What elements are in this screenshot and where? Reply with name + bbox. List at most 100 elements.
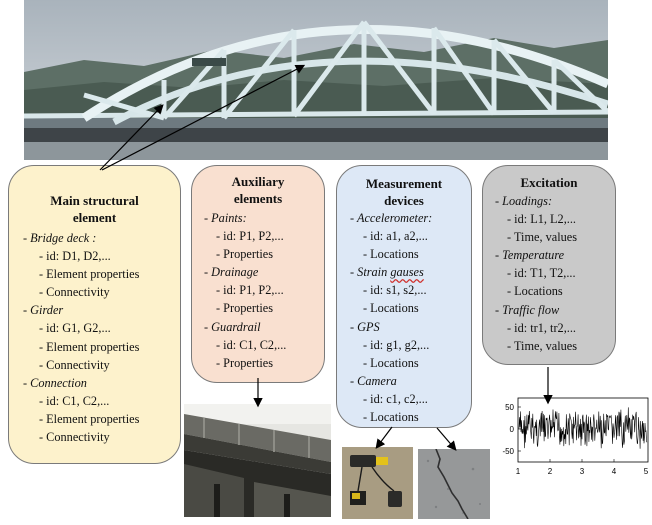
auxiliary-elements-box: Auxiliary elements - Paints: - id: P1, P2… xyxy=(191,165,325,383)
main-structural-title-line2: element xyxy=(72,210,117,225)
y-tick-label-50: 50 xyxy=(505,403,514,412)
meas-list-item-text: - Locations xyxy=(363,301,419,316)
exc-list-item-text: - Locations xyxy=(507,284,563,299)
meas-list-item: - id: a1, a2,... xyxy=(337,227,471,245)
arrow-to-sensor-photo xyxy=(375,426,393,449)
aux-list-item: - id: C1, C2,... xyxy=(192,336,324,354)
meas-list-item: - Locations xyxy=(337,299,471,317)
main-list-item: - Connection xyxy=(9,374,180,392)
meas-list-item-spellcheck-word: gauses xyxy=(390,265,424,280)
main-list-item-text: - id: G1, G2,... xyxy=(39,321,111,336)
aux-list-item: - Properties xyxy=(192,354,324,372)
plot-frame xyxy=(517,397,649,463)
exc-list-item-text: - Traffic flow xyxy=(495,302,560,317)
exc-list-item: - id: T1, T2,... xyxy=(483,264,615,282)
y-tick-label-0: 0 xyxy=(510,425,515,434)
exc-list-item-text: - Time, values xyxy=(507,230,578,245)
bridge-photo xyxy=(24,0,608,160)
main-list-item: - Connectivity xyxy=(9,428,180,446)
measurement-devices-box: Measurement devices - Accelerometer: - id… xyxy=(336,165,472,428)
meas-list-item-text: - Camera xyxy=(350,373,397,388)
main-list-item-text: - id: C1, C2,... xyxy=(39,393,110,408)
main-list-item-text: - Element properties xyxy=(39,339,140,354)
exc-list-item-text: - Loadings: xyxy=(495,194,553,208)
meas-list-item: - Locations xyxy=(337,245,471,263)
crack-photo xyxy=(418,449,490,519)
x-axis-ticks: 1 2 3 4 5 xyxy=(516,467,649,476)
meas-list-item-text: - Locations xyxy=(363,355,419,370)
aux-list-item: - id: P1, P2,... xyxy=(192,281,324,299)
main-list-item: - Connectivity xyxy=(9,283,180,301)
x-tick-label-5: 5 xyxy=(644,467,649,476)
exc-list-item-text: - Time, values xyxy=(507,338,578,353)
aux-list-item: - Guardrail xyxy=(192,318,324,336)
main-list-item-text: - Girder xyxy=(23,303,64,318)
exc-list-item: - Traffic flow xyxy=(483,301,615,319)
main-list-item: - id: D1, D2,... xyxy=(9,247,180,265)
meas-list-item-text: - Strain xyxy=(350,265,391,280)
excitation-box: Excitation - Loadings:- id: L1, L2,...- … xyxy=(482,165,616,365)
main-list-item: - Element properties xyxy=(9,410,180,428)
meas-list-item-text: - Locations xyxy=(363,410,419,425)
main-list-item-text: - Element properties xyxy=(39,411,140,426)
exc-list-item-text: - id: tr1, tr2,... xyxy=(507,320,576,335)
exc-list-item: - Locations xyxy=(483,282,615,300)
meas-list-item: - id: c1, c2,... xyxy=(337,390,471,408)
meas-list-item-text: - id: c1, c2,... xyxy=(363,391,428,406)
meas-list-item-text: - GPS xyxy=(350,319,380,334)
signal-line xyxy=(518,407,648,449)
meas-list-item: - Locations xyxy=(337,354,471,372)
aux-list-item-text: - Paints: xyxy=(204,211,247,225)
main-list-item: - Connectivity xyxy=(9,356,180,374)
aux-list-item: - Paints: xyxy=(192,209,324,227)
arrow-to-crack-photo xyxy=(436,427,457,451)
meas-list-item: - id: g1, g2,... xyxy=(337,336,471,354)
main-list-item-text: - Connectivity xyxy=(39,285,110,300)
measurement-title-line2: devices xyxy=(384,193,424,208)
meas-list-item-text: - id: a1, a2,... xyxy=(363,229,428,244)
meas-list-item: - Camera xyxy=(337,372,471,390)
auxiliary-title: Auxiliary elements xyxy=(192,173,324,207)
exc-list-item: - id: tr1, tr2,... xyxy=(483,319,615,337)
main-list-item-text: - Connectivity xyxy=(39,430,110,445)
x-tick-label-2: 2 xyxy=(548,467,553,476)
measurement-title: Measurement devices xyxy=(337,175,471,209)
aux-list-item-text: - Properties xyxy=(216,355,274,370)
aux-list-item: - Properties xyxy=(192,299,324,317)
meas-list-item: - GPS xyxy=(337,318,471,336)
main-list-item-text: - id: D1, D2,... xyxy=(39,249,111,264)
exc-list-item: - Temperature xyxy=(483,246,615,264)
main-structural-element-box: Main structural element - Bridge deck : -… xyxy=(8,165,181,464)
meas-list-item: - id: s1, s2,... xyxy=(337,281,471,299)
meas-list-item-text: - id: g1, g2,... xyxy=(363,337,430,352)
aux-list-item-text: - Drainage xyxy=(204,265,259,280)
main-list-item: - id: C1, C2,... xyxy=(9,392,180,410)
y-axis-ticks: 50 0 -50 xyxy=(502,403,514,456)
main-list-item: - Girder xyxy=(9,301,180,319)
aux-list-item-text: - Properties xyxy=(216,301,274,316)
main-list-item-text: - Bridge deck : xyxy=(23,231,97,245)
x-tick-label-1: 1 xyxy=(516,467,521,476)
main-list-item: - id: G1, G2,... xyxy=(9,319,180,337)
aux-list-item-text: - id: P1, P2,... xyxy=(216,229,284,244)
measurement-title-line1: Measurement xyxy=(365,176,443,191)
meas-list-item-text: - Locations xyxy=(363,247,419,262)
meas-list-item: - Accelerometer: xyxy=(337,209,471,227)
auxiliary-title-line2: elements xyxy=(233,191,283,206)
aux-list-item: - id: P1, P2,... xyxy=(192,227,324,245)
meas-list-item-text: - id: s1, s2,... xyxy=(363,283,427,298)
exc-list-item: - Time, values xyxy=(483,337,615,355)
aux-list-item-text: - id: C1, C2,... xyxy=(216,337,287,352)
main-list-item: - Element properties xyxy=(9,265,180,283)
auxiliary-title-line1: Auxiliary xyxy=(231,174,285,189)
excitation-title: Excitation xyxy=(483,174,615,191)
meas-list-item: - Strain gauses xyxy=(337,263,471,281)
meas-list-item-text: - Accelerometer: xyxy=(350,211,433,225)
exc-list-item: - Time, values xyxy=(483,228,615,246)
arrow-to-arch-left xyxy=(99,104,164,171)
excitation-title-line1: Excitation xyxy=(520,175,578,190)
aux-list-item-text: - Guardrail xyxy=(204,319,261,334)
guardrail-photo xyxy=(184,404,331,517)
main-structural-title-line1: Main structural xyxy=(50,193,139,208)
